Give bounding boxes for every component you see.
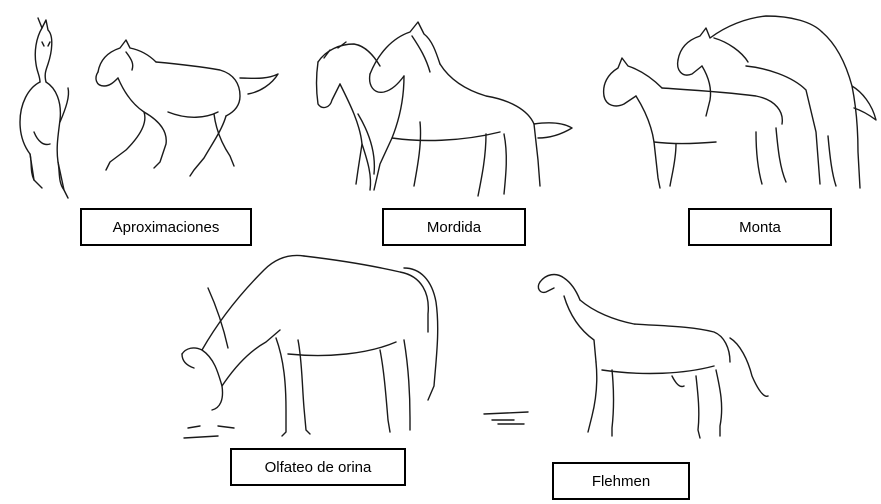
monta-drawing [596,12,881,202]
olfateo-drawing [178,250,448,445]
horse-flehmen [484,275,768,438]
flehmen-drawing [484,266,769,441]
label-mordida: Mordida [382,208,526,246]
horse-sniffing [182,256,438,438]
label-aproximaciones: Aproximaciones [80,208,252,246]
label-olfateo-de-orina: Olfateo de orina [230,448,406,486]
label-monta: Monta [688,208,832,246]
horse-mare [604,58,786,188]
horse-stallion [678,16,876,188]
horse-galloping [96,40,278,176]
horse-right [370,22,572,196]
label-flehmen: Flehmen [552,462,690,500]
mordida-drawing [300,14,580,209]
horse-front-facing [20,18,69,198]
aproximaciones-drawing [8,12,298,207]
horse-left [317,42,381,190]
